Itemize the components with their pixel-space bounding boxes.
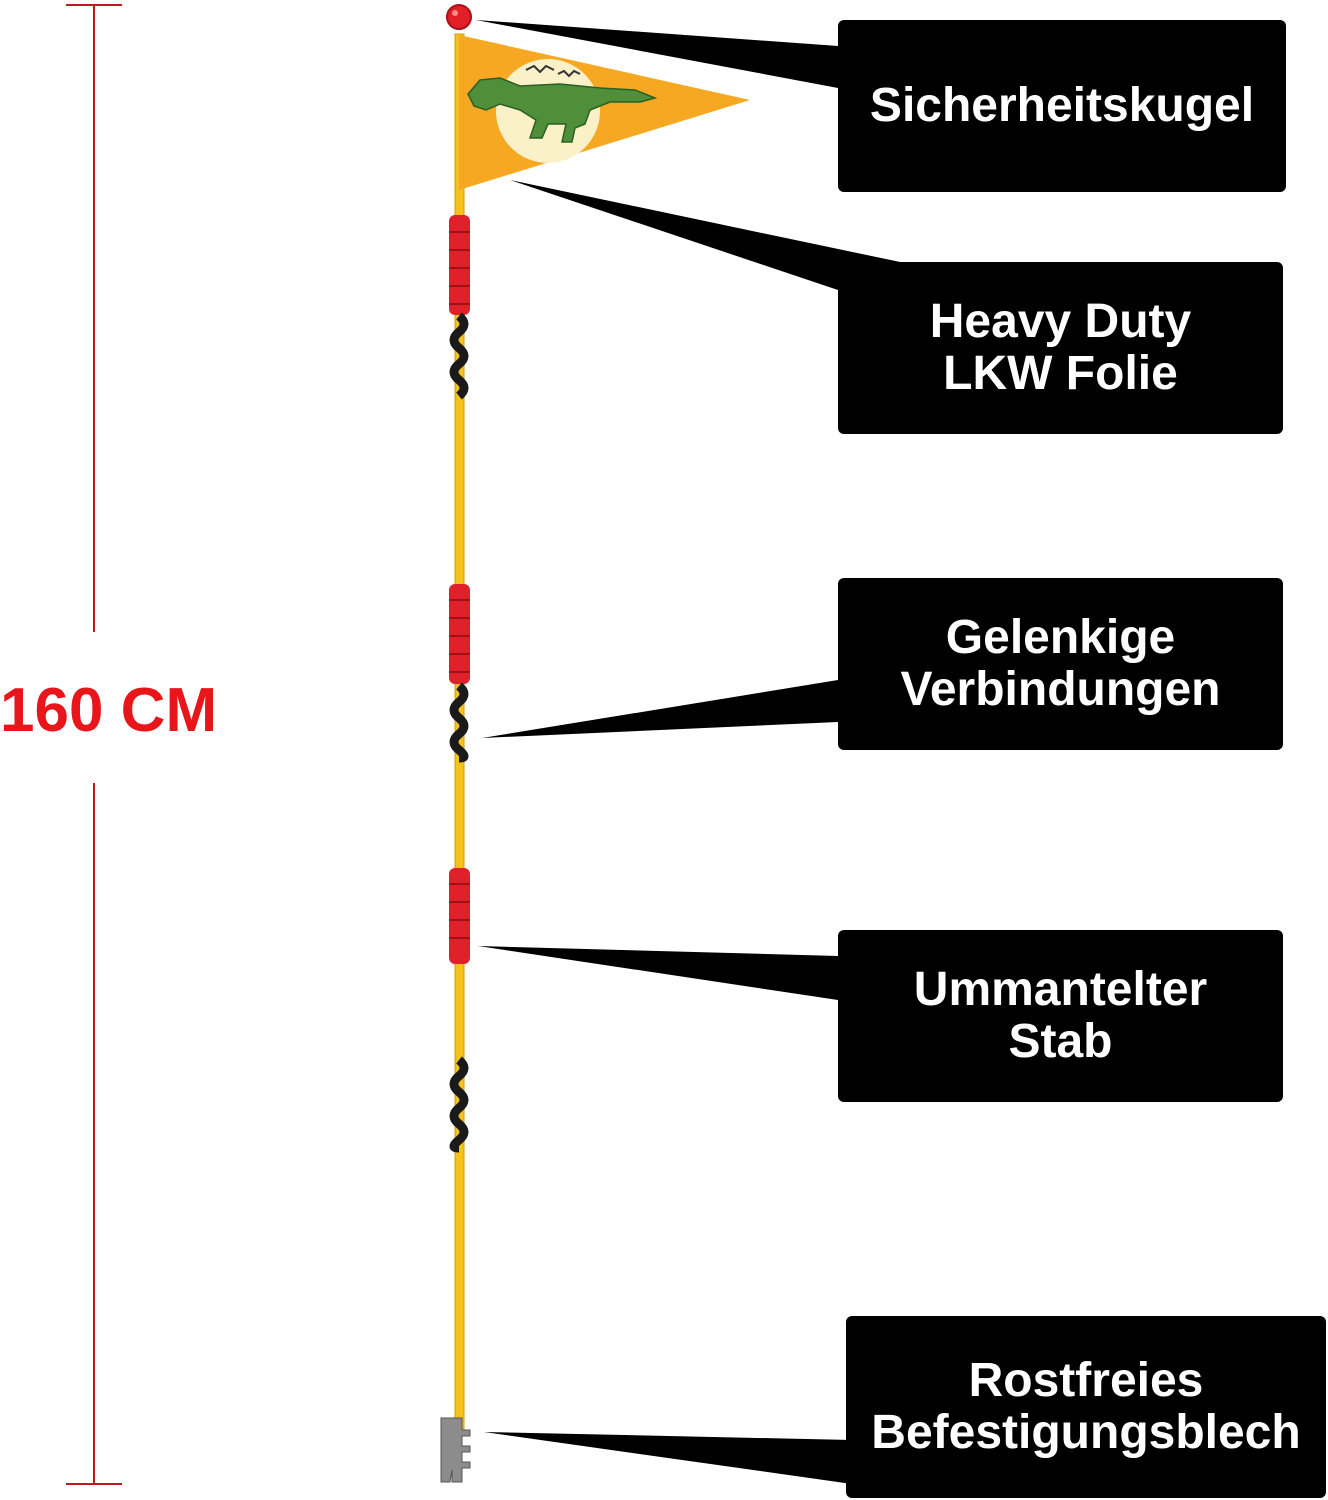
label-line: Sicherheitskugel xyxy=(869,79,1255,132)
pointer-ball xyxy=(476,20,838,88)
safety-ball-icon xyxy=(446,4,472,30)
pointer-joint xyxy=(482,680,838,738)
height-measurement-label: 160 CM xyxy=(0,676,218,745)
pointer-flag xyxy=(510,180,900,290)
height-dimension-line xyxy=(66,4,122,1485)
label-line: Heavy Duty xyxy=(929,295,1192,348)
label-stainless-bracket: Rostfreies Befestigungsblech xyxy=(846,1316,1326,1498)
joint-connector-3 xyxy=(449,868,470,964)
label-line: Ummantelter xyxy=(913,963,1208,1016)
pointer-rod xyxy=(478,946,838,1000)
label-safety-ball: Sicherheitskugel xyxy=(838,20,1286,192)
label-line: Befestigungsblech xyxy=(871,1406,1301,1459)
label-line: Rostfreies xyxy=(968,1354,1204,1407)
joint-connector-1 xyxy=(449,215,470,400)
label-line: LKW Folie xyxy=(943,347,1178,400)
label-line: Stab xyxy=(1008,1015,1113,1068)
label-line: Gelenkige xyxy=(945,611,1176,664)
mounting-bracket-icon xyxy=(440,1417,471,1483)
joint-connector-2 xyxy=(449,584,470,763)
label-coated-rod: Ummantelter Stab xyxy=(838,930,1283,1102)
label-joint-connections: Gelenkige Verbindungen xyxy=(838,578,1283,750)
spring-connector xyxy=(449,1056,469,1153)
label-line: Verbindungen xyxy=(900,663,1221,716)
pointer-bracket xyxy=(484,1432,852,1484)
pennant-flag-icon xyxy=(459,35,750,190)
callout-pointers xyxy=(476,20,900,1484)
label-heavy-duty-film: Heavy Duty LKW Folie xyxy=(838,262,1283,434)
t-rex-icon xyxy=(467,77,658,143)
